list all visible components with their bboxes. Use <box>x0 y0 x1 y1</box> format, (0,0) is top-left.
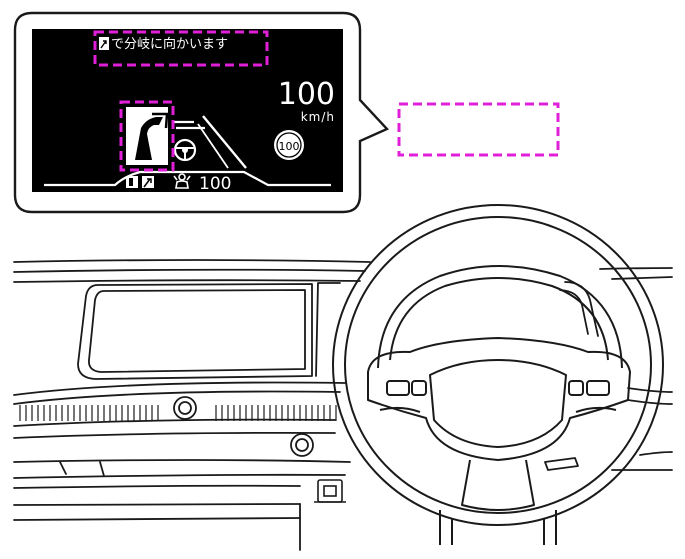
highlight-markers <box>93 30 560 172</box>
hud-screen: で分岐に向かいます 100 km/h 100 <box>32 29 343 194</box>
branch-guidance-icon <box>126 107 169 165</box>
projection-area-highlight <box>397 102 560 157</box>
speed-unit: km/h <box>301 110 335 124</box>
hud-switch <box>314 479 346 503</box>
message-banner: で分岐に向かいます <box>99 36 228 52</box>
lane-guidance <box>44 115 331 187</box>
message-highlight <box>93 30 269 67</box>
steering-wheel-icon <box>173 138 197 162</box>
dashboard <box>13 259 673 551</box>
speed-limit-sign: 100 <box>274 130 304 160</box>
set-speed-value: 100 <box>199 174 231 194</box>
branch-arrow-icon <box>142 176 154 188</box>
vent-slats <box>19 405 337 421</box>
speed-limit-value: 100 <box>279 140 300 153</box>
speed-readout: 100 <box>278 77 335 112</box>
steering-wheel <box>332 204 664 545</box>
maneuver-highlight <box>119 100 175 172</box>
hazard-button <box>173 396 197 420</box>
lane-icon <box>126 176 138 188</box>
branch-right-arrow-icon <box>100 40 107 49</box>
message-text: で分岐に向かいます <box>111 36 228 52</box>
driver-assist-icon <box>173 173 191 189</box>
start-button <box>290 433 314 457</box>
